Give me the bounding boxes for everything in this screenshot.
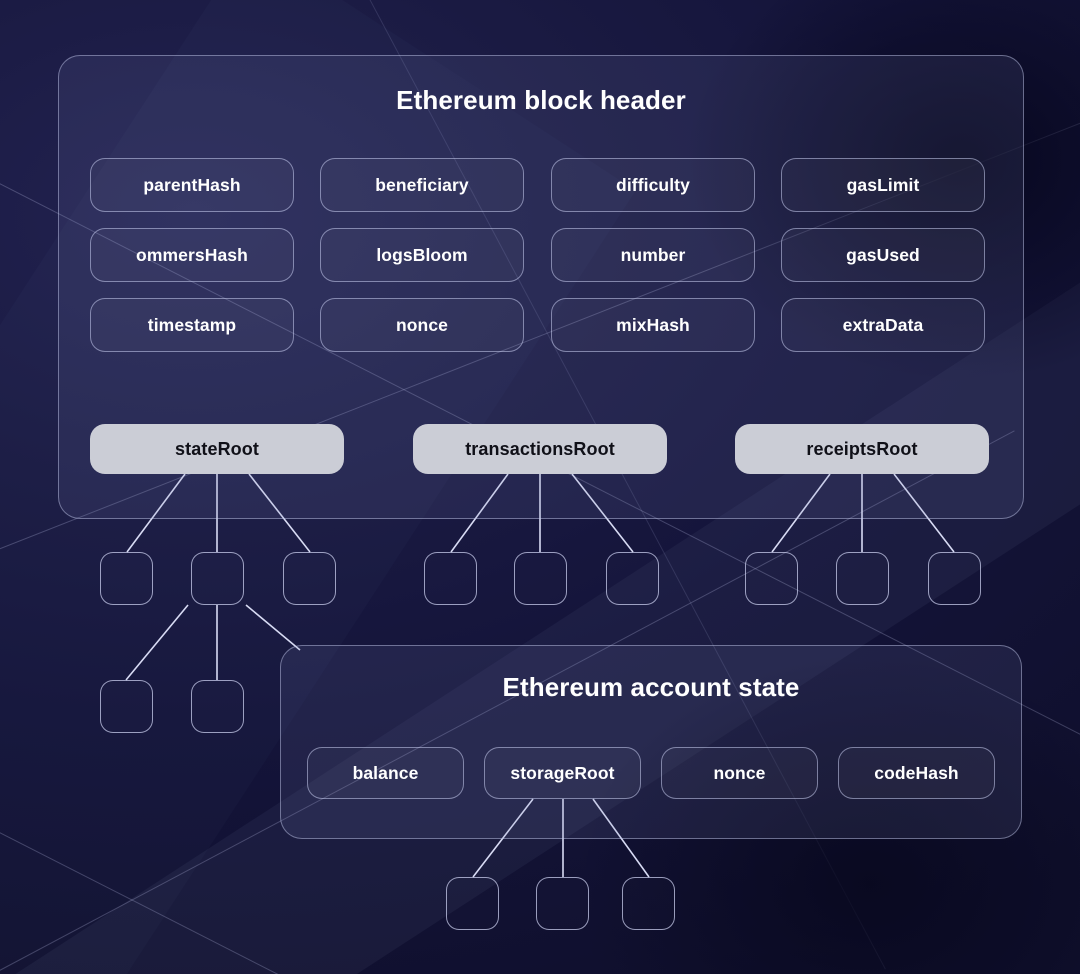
trie-node-storage-0[interactable] [446,877,499,930]
field-logsBloom[interactable]: logsBloom [320,228,524,282]
field-ommersHash[interactable]: ommersHash [90,228,294,282]
account-state-title: Ethereum account state [502,672,800,702]
trie-node-state-2[interactable] [283,552,336,605]
trie-node-receipts-0[interactable] [745,552,798,605]
trie-node-state-1[interactable] [191,552,244,605]
trie-node-receipts-1[interactable] [836,552,889,605]
field-beneficiary[interactable]: beneficiary [320,158,524,212]
trie-node-receipts-2[interactable] [928,552,981,605]
trie-node-storage-1[interactable] [536,877,589,930]
field-gasLimit[interactable]: gasLimit [781,158,985,212]
trie-node-transactions-2[interactable] [606,552,659,605]
field-account-nonce[interactable]: nonce [661,747,818,799]
field-account-storageRoot[interactable]: storageRoot [484,747,641,799]
field-mixHash[interactable]: mixHash [551,298,755,352]
root-stateRoot[interactable]: stateRoot [90,424,344,474]
field-difficulty[interactable]: difficulty [551,158,755,212]
field-account-codeHash[interactable]: codeHash [838,747,995,799]
root-receiptsRoot[interactable]: receiptsRoot [735,424,989,474]
field-account-balance[interactable]: balance [307,747,464,799]
field-parentHash[interactable]: parentHash [90,158,294,212]
trie-node-storage-2[interactable] [622,877,675,930]
field-number[interactable]: number [551,228,755,282]
trie-node-state-0[interactable] [100,552,153,605]
trie-node-transactions-1[interactable] [514,552,567,605]
trie-node-state-1-0[interactable] [100,680,153,733]
trie-node-transactions-0[interactable] [424,552,477,605]
field-gasUsed[interactable]: gasUsed [781,228,985,282]
field-timestamp[interactable]: timestamp [90,298,294,352]
account-state-panel: Ethereum account state [280,645,1022,839]
field-extraData[interactable]: extraData [781,298,985,352]
root-transactionsRoot[interactable]: transactionsRoot [413,424,667,474]
trie-node-state-1-1[interactable] [191,680,244,733]
block-header-title: Ethereum block header [396,85,686,115]
field-nonce[interactable]: nonce [320,298,524,352]
edge-statenode-child-0 [125,604,189,681]
edge-statenode-to-account-state [245,604,301,651]
